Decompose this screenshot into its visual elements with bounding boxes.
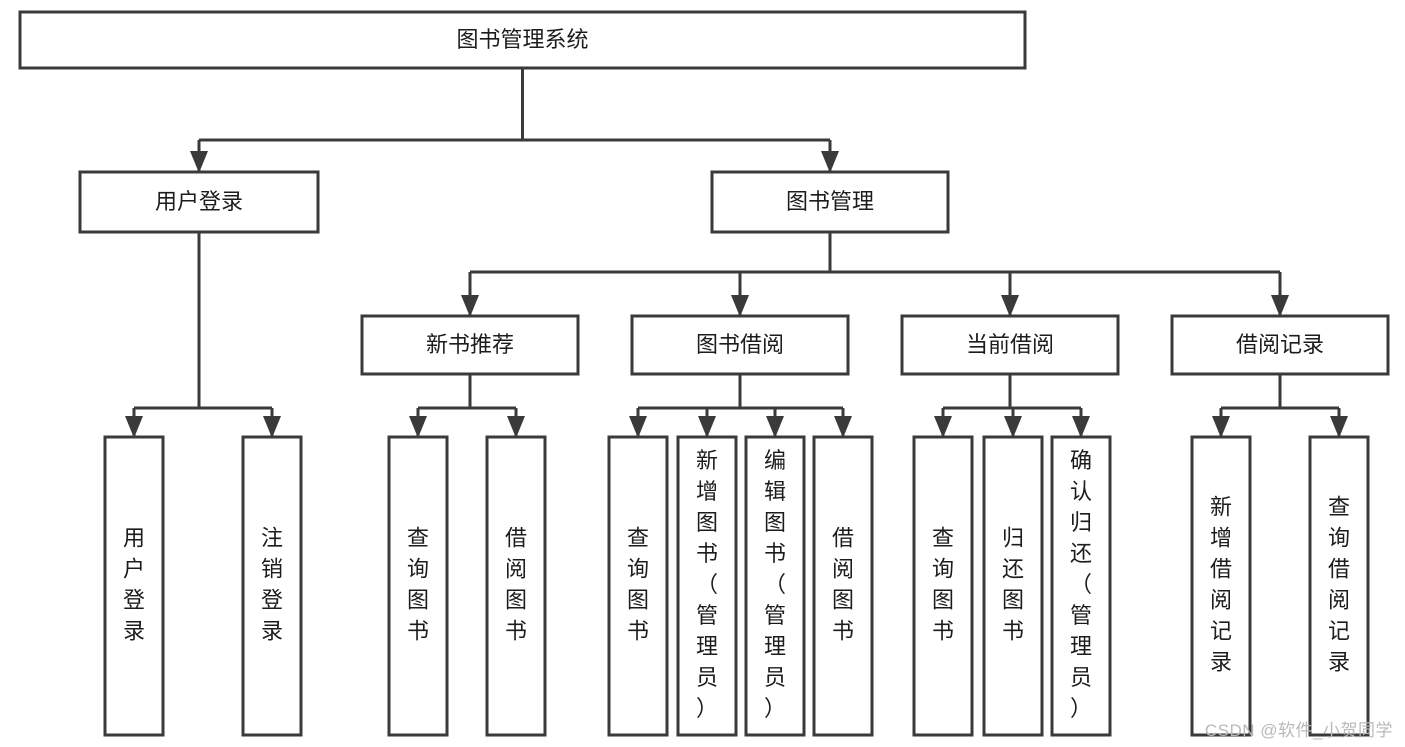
- arrow-head-icon: [1212, 416, 1230, 438]
- node-label: 借阅图书: [832, 526, 854, 644]
- node-box: [1170, 314, 1390, 376]
- arrow-head-icon: [263, 416, 281, 438]
- node-label: 新增图书（管理员）: [696, 448, 718, 721]
- node-label: 图书借阅: [696, 332, 784, 357]
- node-leaf-borrow-book-recommend[interactable]: 借阅图书: [485, 435, 547, 737]
- node-box: [676, 435, 738, 737]
- arrow-head-icon: [766, 416, 784, 438]
- node-label: 图书管理: [786, 189, 874, 214]
- node-leaf-return-book[interactable]: 归还图书: [982, 435, 1044, 737]
- node-book-manage[interactable]: 图书管理: [710, 170, 950, 234]
- arrow-head-icon: [461, 295, 479, 317]
- arrow-head-icon: [1271, 295, 1289, 317]
- node-label: 用户登录: [155, 189, 243, 214]
- node-label: 借阅图书: [505, 526, 527, 644]
- node-label: 归还图书: [1002, 526, 1024, 644]
- arrow-head-icon: [1004, 416, 1022, 438]
- node-label: 图书管理系统: [456, 27, 588, 52]
- node-box: [912, 435, 974, 737]
- node-leaf-user-logout[interactable]: 注销登录: [241, 435, 303, 737]
- node-label: 借阅记录: [1236, 332, 1324, 357]
- node-leaf-add-book-admin[interactable]: 新增图书（管理员）: [676, 435, 738, 737]
- node-leaf-query-borrow-record[interactable]: 查询借阅记录: [1308, 435, 1370, 737]
- node-box: [900, 314, 1120, 376]
- node-layer: 图书管理系统用户登录图书管理新书推荐图书借阅当前借阅借阅记录用户登录注销登录查询…: [18, 10, 1390, 737]
- node-label: 当前借阅: [966, 332, 1054, 357]
- node-leaf-add-borrow-record[interactable]: 新增借阅记录: [1190, 435, 1252, 737]
- node-box: [241, 435, 303, 737]
- arrow-head-icon: [731, 295, 749, 317]
- arrow-head-icon: [821, 151, 839, 173]
- node-label: 查询图书: [407, 526, 429, 644]
- arrow-head-icon: [409, 416, 427, 438]
- node-label: 确认归还（管理员）: [1070, 448, 1092, 721]
- node-label: 用户登录: [123, 526, 145, 644]
- node-box: [78, 170, 320, 234]
- arrow-head-icon: [834, 416, 852, 438]
- node-box: [485, 435, 547, 737]
- arrow-head-icon: [507, 416, 525, 438]
- node-box: [360, 314, 580, 376]
- node-label: 编辑图书（管理员）: [764, 448, 786, 721]
- node-root-root[interactable]: 图书管理系统: [18, 10, 1027, 70]
- arrow-head-icon: [1330, 416, 1348, 438]
- node-borrow-record[interactable]: 借阅记录: [1170, 314, 1390, 376]
- node-label: 新增借阅记录: [1210, 495, 1232, 675]
- node-box: [18, 10, 1027, 70]
- node-leaf-query-book-borrow[interactable]: 查询图书: [607, 435, 669, 737]
- node-leaf-edit-book-admin[interactable]: 编辑图书（管理员）: [744, 435, 806, 737]
- arrow-head-icon: [934, 416, 952, 438]
- node-leaf-query-book-current[interactable]: 查询图书: [912, 435, 974, 737]
- node-box: [1308, 435, 1370, 737]
- node-leaf-user-login[interactable]: 用户登录: [103, 435, 165, 737]
- node-box: [607, 435, 669, 737]
- node-box: [103, 435, 165, 737]
- arrow-head-icon: [698, 416, 716, 438]
- arrow-head-icon: [1072, 416, 1090, 438]
- node-box: [982, 435, 1044, 737]
- node-book-borrow[interactable]: 图书借阅: [630, 314, 850, 376]
- node-box: [1190, 435, 1252, 737]
- arrow-head-icon: [125, 416, 143, 438]
- arrow-head-icon: [190, 151, 208, 173]
- node-box: [387, 435, 449, 737]
- node-box: [710, 170, 950, 234]
- node-label: 注销登录: [261, 526, 283, 644]
- node-current-borrow[interactable]: 当前借阅: [900, 314, 1120, 376]
- node-box: [744, 435, 806, 737]
- node-label: 查询图书: [627, 526, 649, 644]
- node-leaf-borrow-book[interactable]: 借阅图书: [812, 435, 874, 737]
- node-box: [1050, 435, 1112, 737]
- node-box: [812, 435, 874, 737]
- node-label: 查询图书: [932, 526, 954, 644]
- arrow-head-icon: [1001, 295, 1019, 317]
- node-label: 新书推荐: [426, 332, 514, 357]
- node-leaf-query-book-recommend[interactable]: 查询图书: [387, 435, 449, 737]
- node-user-login[interactable]: 用户登录: [78, 170, 320, 234]
- connector-layer: [125, 68, 1348, 438]
- node-leaf-confirm-return-admin[interactable]: 确认归还（管理员）: [1050, 435, 1112, 737]
- node-label: 查询借阅记录: [1328, 495, 1350, 675]
- node-new-book-recommend[interactable]: 新书推荐: [360, 314, 580, 376]
- node-box: [630, 314, 850, 376]
- arrow-head-icon: [629, 416, 647, 438]
